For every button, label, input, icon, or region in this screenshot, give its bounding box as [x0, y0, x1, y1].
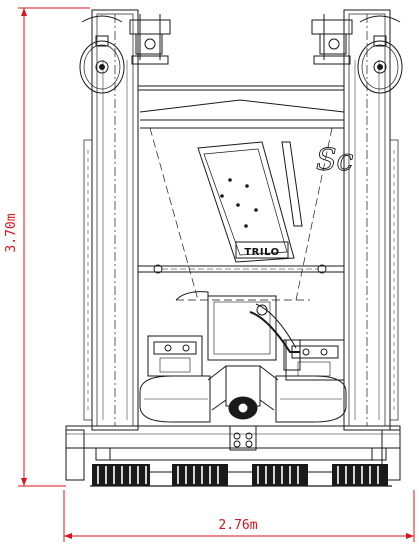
right-top-wheel — [357, 15, 403, 94]
hopper-top — [138, 85, 345, 129]
tracks — [92, 464, 388, 486]
mid-crossbar — [138, 264, 344, 274]
right-drum — [275, 375, 347, 423]
track-treads — [97, 466, 379, 484]
side-lettering: Sc — [316, 143, 354, 179]
left-top-wheel — [79, 15, 125, 94]
axle-assembly — [207, 365, 279, 451]
top-left-bracket — [129, 14, 171, 65]
brand-logo: TRILO — [244, 247, 279, 258]
left-drum — [139, 375, 211, 423]
door-panel — [197, 141, 295, 263]
width-label: 2.76m — [218, 518, 257, 533]
width-arrow-left — [64, 533, 72, 539]
dimension-lines — [18, 7, 415, 542]
dimension-arrows — [21, 8, 414, 539]
height-arrow-bottom — [21, 478, 27, 486]
right-motor — [285, 339, 345, 381]
track-rails — [90, 471, 392, 487]
bottom-chassis — [65, 425, 401, 481]
machine-front-view: TRILO Sc — [65, 9, 403, 487]
left-tower — [83, 9, 139, 431]
top-right-bracket — [311, 14, 353, 65]
height-label: 3.70m — [4, 213, 19, 252]
hopper-body — [149, 127, 333, 301]
side-slot — [281, 141, 303, 227]
right-tower — [343, 9, 399, 431]
svg-text:Sc: Sc — [316, 143, 354, 178]
height-arrow-top — [21, 8, 27, 16]
central-chute — [175, 291, 301, 371]
left-motor — [147, 335, 203, 377]
width-arrow-right — [406, 533, 414, 539]
